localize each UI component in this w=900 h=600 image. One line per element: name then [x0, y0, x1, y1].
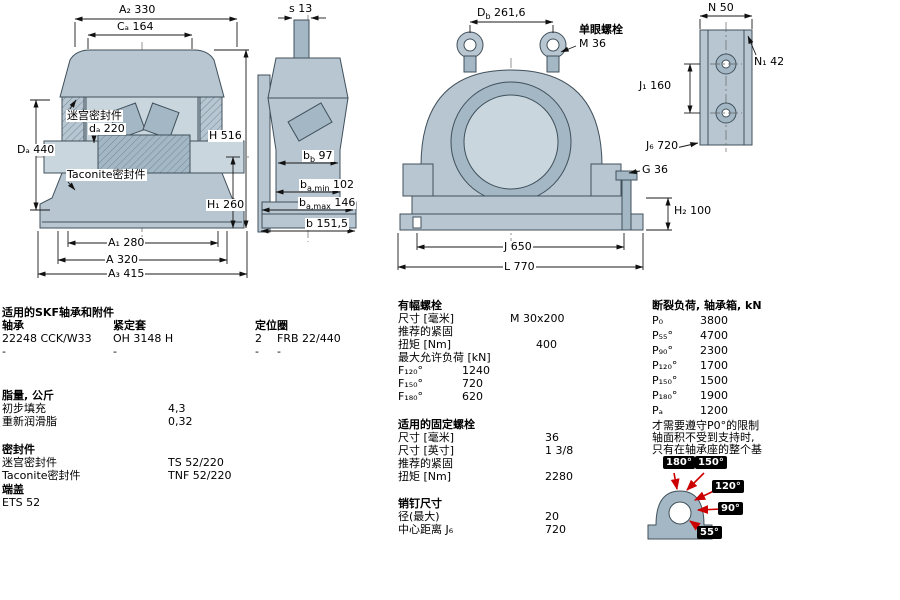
ring-designation: FRB 22/440 — [277, 332, 341, 345]
breaking-load-row: P₀ 3800 — [652, 314, 728, 327]
load-row: F₁₅₀° 720 — [398, 377, 483, 390]
dim-J6: J₆ 720 — [645, 139, 680, 152]
arrow-180 — [670, 472, 680, 491]
housing-cap — [59, 49, 225, 98]
fixing-bolts-title: 适用的固定螺栓 — [398, 418, 475, 431]
bearing-roller-right — [142, 102, 180, 140]
attachment-bolts-title: 有幅螺栓 — [398, 299, 442, 312]
skf-bearings-section: 适用的SKF轴承和附件 轴承 紧定套 定位圈 22248 CCK/W33 OH … — [2, 306, 341, 358]
dim-ba-max: ba,max 146 — [298, 196, 357, 212]
sleeve-designation: OH 3148 H — [113, 332, 174, 345]
angle-badge-120: 120° — [712, 480, 744, 493]
breaking-load-row: P₁₅₀° 1500 — [652, 374, 728, 387]
end-cover-section: 端盖 ETS 52 — [2, 483, 40, 509]
dim-L: L 770 — [503, 260, 536, 273]
seal-row: 迷宫密封件 TS 52/220 — [2, 456, 224, 469]
end-cover-title: 端盖 — [2, 483, 24, 496]
dim-s: s 13 — [288, 2, 314, 15]
shaft-end — [463, 94, 559, 190]
dim-A1: A₁ 280 — [107, 236, 146, 249]
attachment-bolts-section: 有幅螺栓 尺寸 [毫米] M 30x200 推荐的紧固 扭矩 [Nm] 400 … — [398, 299, 565, 403]
grease-section: 脂量, 公斤 初步填充 4,3 重新润滑脂 0,32 — [2, 389, 193, 428]
col-sleeve: 紧定套 — [113, 319, 146, 332]
dim-A3: A₃ 415 — [107, 267, 146, 280]
note-line: 只有在轴承座的整个基 — [652, 443, 762, 456]
fixing-torque-value: 2280 — [545, 470, 573, 483]
skf-header-row: 轴承 紧定套 定位圈 — [2, 319, 341, 332]
breaking-loads-title: 断裂负荷, 轴承箱, kN — [652, 299, 762, 312]
breaking-load-row: P₅₅° 4700 — [652, 329, 728, 342]
roller-section — [287, 102, 333, 142]
dim-J1: J₁ 160 — [638, 79, 673, 92]
dim-da-shaft: dₐ 220 — [88, 122, 126, 135]
dim-b: b 151,5 — [305, 217, 349, 230]
dim-ca: Cₐ 164 — [116, 20, 155, 33]
bolt-shank — [621, 179, 632, 231]
seals-section: 密封件 迷宫密封件 TS 52/220 Taconite密封件 TNF 52/2… — [2, 443, 231, 482]
dim-H: H 516 — [208, 129, 243, 142]
breaking-loads-section: 断裂负荷, 轴承箱, kN P₀ 3800 P₅₅° 4700 P₉₀° 230… — [652, 299, 762, 456]
front-view — [397, 19, 672, 270]
dim-G: G 36 — [641, 163, 670, 176]
angle-badge-55: 55° — [697, 526, 722, 539]
end-cover-value: ETS 52 — [2, 496, 41, 509]
skf-dash-row: - - - - — [2, 345, 281, 358]
angle-badge-150: 150° — [695, 456, 727, 469]
arrow-150 — [686, 472, 705, 491]
bolt-slot — [412, 216, 422, 229]
bolt-torque-value: 400 — [536, 338, 557, 351]
front-section-view — [30, 16, 252, 278]
angle-badge-180: 180° — [663, 456, 695, 469]
bearing-designation: 22248 CCK/W33 — [2, 332, 92, 345]
dim-H1: H₁ 260 — [206, 198, 246, 211]
dim-Db: Db 261,6 — [476, 6, 527, 22]
base-flange — [399, 213, 644, 231]
lug-left — [402, 163, 434, 197]
ring-qty: 2 — [255, 332, 262, 345]
angle-badge-90: 90° — [718, 502, 743, 515]
label-eye-bolt-size: M 36 — [578, 37, 607, 50]
col-bearing: 轴承 — [2, 319, 24, 332]
label-eye-bolt: 单眼螺栓 — [578, 23, 624, 36]
dim-Da: Dₐ 440 — [16, 143, 56, 156]
dim-H2: H₂ 100 — [673, 204, 713, 217]
seal-row: Taconite密封件 TNF 52/220 — [2, 469, 232, 482]
dim-ba-min: ba,min 102 — [299, 178, 356, 194]
label-labyrinth-seal: 迷宫密封件 — [66, 109, 123, 122]
breaking-load-row: P₉₀° 2300 — [652, 344, 728, 357]
grease-title: 脂量, 公斤 — [2, 389, 55, 402]
base-upper — [411, 195, 632, 215]
note-line: 轴面积不受到支持时, — [652, 431, 755, 444]
cap-section — [267, 57, 349, 99]
label-taconite-seal: Taconite密封件 — [66, 168, 147, 181]
fixing-bolts-section: 适用的固定螺栓 尺寸 [毫米] 36 尺寸 [英寸] 1 3/8 推荐的紧固 扭… — [398, 418, 574, 483]
dim-A: A 320 — [105, 253, 140, 266]
seals-title: 密封件 — [2, 443, 35, 456]
side-view — [675, 13, 757, 152]
breaking-load-row: P₁₈₀° 1900 — [652, 389, 728, 402]
dim-a2: A₂ 330 — [118, 3, 157, 16]
grease-row: 初步填充 4,3 — [2, 402, 186, 415]
breaking-load-row: Pₐ 1200 — [652, 404, 728, 417]
stud-bolt — [293, 19, 310, 63]
skf-value-row: 22248 CCK/W33 OH 3148 H 2 FRB 22/440 — [2, 332, 341, 345]
grease-row: 重新润滑脂 0,32 — [2, 415, 193, 428]
breaking-load-row: P₁₂₀° 1700 — [652, 359, 728, 372]
dim-N1: N₁ 42 — [753, 55, 786, 68]
skf-title: 适用的SKF轴承和附件 — [2, 306, 114, 319]
pins-section: 销钉尺寸 径(最大) 20 中心距离 J₆ 720 — [398, 497, 566, 536]
dim-J: J 650 — [503, 240, 533, 253]
load-row: F₁₂₀° 1240 — [398, 364, 490, 377]
load-row: F₁₈₀° 620 — [398, 390, 483, 403]
dim-N: N 50 — [707, 1, 735, 14]
pins-title: 销钉尺寸 — [398, 497, 442, 510]
col-ring: 定位圈 — [255, 319, 288, 332]
note-line: 才需要遵守P0°的限制 — [652, 419, 760, 432]
dim-bb: bb 97 — [302, 149, 334, 165]
bolt-size-value: M 30x200 — [510, 312, 565, 325]
load-direction-diagram — [647, 472, 723, 540]
